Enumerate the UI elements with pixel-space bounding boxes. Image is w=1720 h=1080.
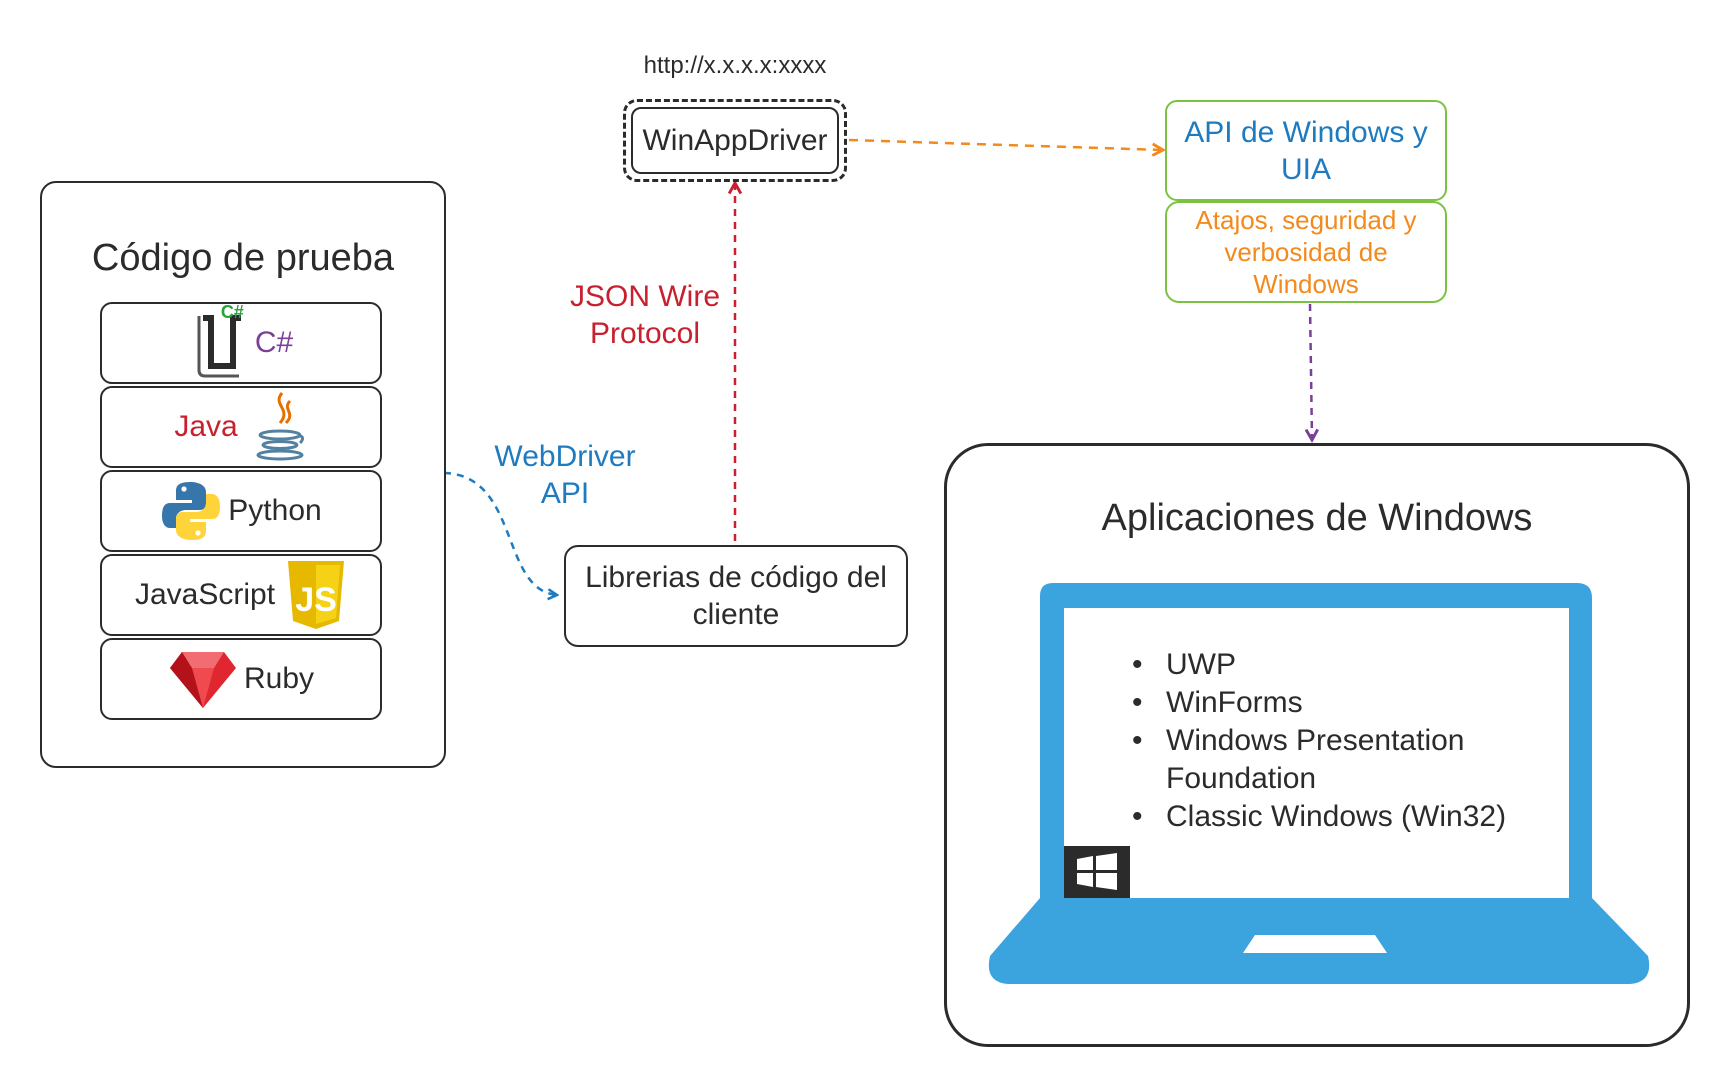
csharp-icon: C# <box>189 302 249 378</box>
windows-logo-icon <box>1077 853 1117 890</box>
csharp-badge: C# <box>220 302 244 322</box>
windows-apps-list: •UWP •WinForms •Windows Presentation Fou… <box>1126 646 1546 836</box>
language-label-javascript: JavaScript <box>134 578 276 611</box>
laptop-illustration <box>988 583 1650 984</box>
ruby-icon <box>168 648 238 710</box>
app-list-item: •Classic Windows (Win32) <box>1132 800 1507 833</box>
windows-api-uia-box[interactable]: API de Windows y UIA <box>1165 100 1447 201</box>
winappdriver-inner-border <box>631 107 839 174</box>
json-wire-protocol-label: JSON Wire Protocol <box>570 280 720 350</box>
test-code-title: Código de prueba <box>91 236 395 279</box>
language-item-csharp[interactable]: C# C# <box>100 302 382 384</box>
app-list-item: •WinForms <box>1132 686 1303 719</box>
api-to-apps-arrow <box>1310 303 1312 440</box>
winappdriver-box[interactable]: WinAppDriver <box>623 99 847 182</box>
language-item-ruby[interactable]: Ruby <box>100 638 382 720</box>
app-list-item: •UWP <box>1132 648 1236 681</box>
windows-apps-title: Aplicaciones de Windows <box>1101 496 1533 539</box>
language-label-ruby: Ruby <box>243 662 315 695</box>
language-item-javascript[interactable]: JavaScript JS <box>100 554 382 636</box>
language-item-python[interactable]: Python <box>100 470 382 552</box>
java-icon <box>252 391 308 463</box>
client-libraries-box[interactable]: Librerias de código del cliente <box>564 545 908 647</box>
winappdriver-url: http://x.x.x.x:xxxx <box>643 52 827 79</box>
webdriver-api-label: WebDriver API <box>494 440 636 510</box>
app-list-item: •Windows Presentation Foundation <box>1132 724 1465 795</box>
javascript-badge: JS <box>295 581 337 619</box>
language-label-java: Java <box>174 410 238 443</box>
winappdriver-label: WinAppDriver <box>642 123 828 157</box>
python-icon <box>160 480 222 542</box>
windows-shortcuts-security-box[interactable]: Atajos, seguridad y verbosidad de Window… <box>1165 201 1447 303</box>
language-label-csharp: C# <box>254 326 294 359</box>
javascript-icon: JS <box>285 559 347 631</box>
language-label-python: Python <box>228 494 322 527</box>
language-item-java[interactable]: Java <box>100 386 382 468</box>
winappdriver-to-api-arrow <box>848 138 1163 150</box>
